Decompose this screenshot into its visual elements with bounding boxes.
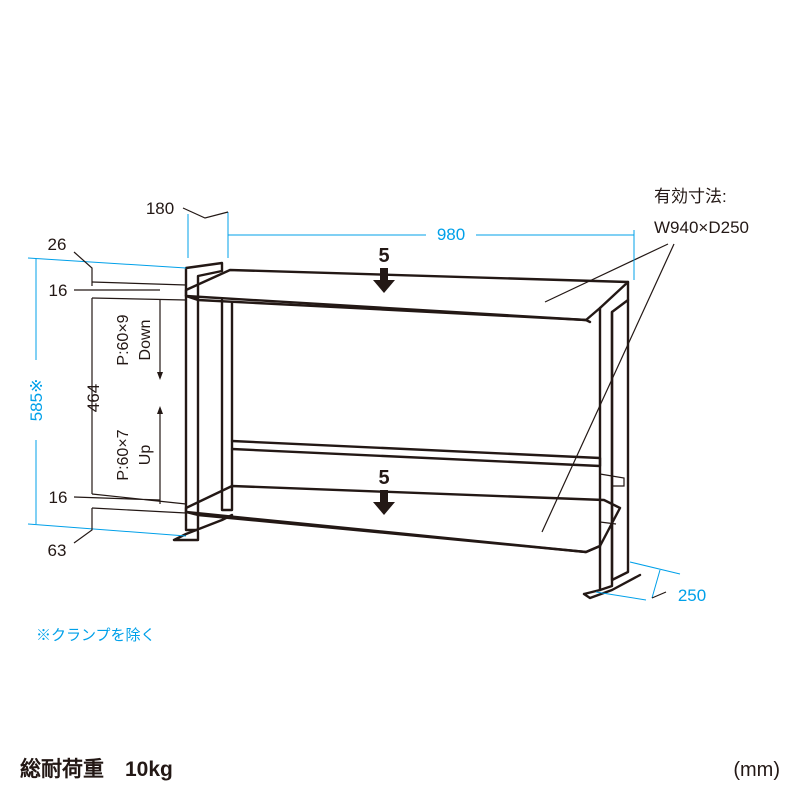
load-indicators: 5 5 [373,245,395,515]
bottom-offset-leader [73,508,93,544]
top-thickness-leader [74,281,187,301]
left-front-leg [184,261,224,532]
lower-load-arrow [373,490,395,515]
pitch-up-line1: P:60×7 [115,429,132,480]
top-offset-label: 26 [48,235,67,254]
right-foot [582,573,642,600]
bottom-shelf-front-edge [184,510,602,554]
upper-load-label: 5 [378,245,389,267]
pitch-up-line2: Up [137,445,154,466]
shelf-structure [172,261,642,600]
right-front-leg [598,280,630,592]
pitch-down-arrow [157,372,163,380]
callout-leader-lower [541,243,675,533]
upper-load-arrow [373,268,395,293]
right-side-bracket-lower [599,521,617,525]
total-height-label: 585※ [27,379,46,422]
dimension-lines: 980 180 585※ 26 16 464 P:60×9 Down P:60×… [27,199,706,605]
depth-top-leader [182,207,229,219]
top-shelf-front-edge [184,294,592,324]
bottom-thickness-leader [73,493,187,514]
left-rear-leg [220,298,234,512]
effective-size-callout: 有効寸法: W940×D250 [541,187,749,533]
callout-leader-upper [544,243,669,303]
bottom-offset-label: 63 [48,541,67,560]
pitch-range-line [91,298,161,504]
pitch-down-line2: Down [137,320,154,361]
width-dimension-label: 980 [437,225,465,244]
total-height-dimension-line [27,257,187,537]
lower-load-label: 5 [378,467,389,489]
load-capacity: 総耐荷重 10kg [20,757,173,781]
effective-size-value: W940×D250 [654,218,749,237]
right-side-bracket [599,473,625,487]
pitch-up-arrow [157,406,163,414]
top-shelf-board [184,268,630,322]
top-thickness-label: 16 [49,281,68,300]
depth-bottom-dimension-line [595,561,681,601]
unit-label: (mm) [733,759,780,781]
clamp-note: ※クランプを除く [36,627,156,644]
effective-size-title: 有効寸法: [654,187,727,206]
bottom-thickness-label: 16 [49,488,68,507]
depth-top-label: 180 [146,199,174,218]
pitch-down-line1: P:60×9 [115,314,132,365]
top-offset-leader [73,251,93,286]
depth-bottom-leader [651,591,667,599]
pitch-range-label: 464 [84,384,103,412]
right-rear-leg [610,298,630,582]
width-dimension-line [227,212,635,280]
depth-bottom-label: 250 [678,586,706,605]
middle-rear-rail [230,439,602,468]
